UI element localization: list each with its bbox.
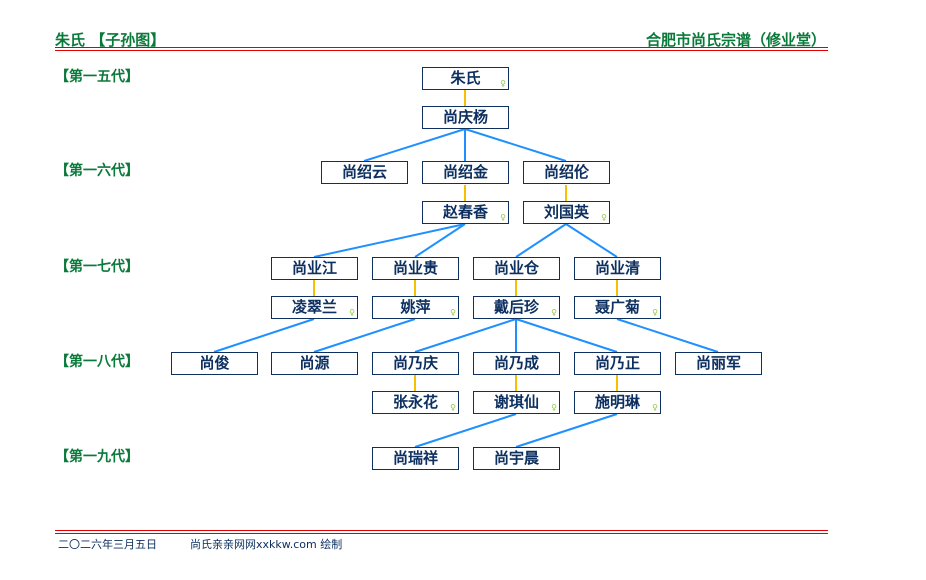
person-name: 尚绍金: [442, 163, 488, 181]
female-icon: ♀: [450, 308, 456, 317]
female-icon: ♀: [500, 213, 506, 222]
person-name: 张永花: [392, 393, 438, 411]
person-box[interactable]: 凌翠兰 ♀: [271, 296, 358, 319]
footer-credit: 尚氏亲亲网网xxkkw.com 绘制: [190, 538, 343, 551]
person-name: 尚业清: [594, 259, 640, 277]
person-box[interactable]: 尚业贵: [372, 257, 459, 280]
person-box[interactable]: 聂广菊 ♀: [574, 296, 661, 319]
child-line: [414, 223, 466, 258]
person-name: 刘国英: [543, 203, 589, 221]
person-box[interactable]: 姚萍 ♀: [372, 296, 459, 319]
child-line: [565, 223, 618, 258]
person-name: 姚萍: [400, 298, 431, 316]
person-name: 尚乃正: [594, 354, 640, 372]
child-line: [414, 318, 517, 353]
person-box[interactable]: 尚丽军: [675, 352, 762, 375]
person-box[interactable]: 尚瑞祥: [372, 447, 459, 470]
person-name: 尚绍伦: [543, 163, 589, 181]
person-box[interactable]: 尚绍伦: [523, 161, 610, 184]
person-name: 聂广菊: [594, 298, 640, 316]
person-box[interactable]: 赵春香 ♀: [422, 201, 509, 224]
person-box[interactable]: 尚俊: [171, 352, 258, 375]
person-name: 尚俊: [199, 354, 230, 372]
person-name: 尚业仓: [493, 259, 539, 277]
person-name: 尚绍云: [341, 163, 387, 181]
female-icon: ♀: [652, 308, 658, 317]
person-box[interactable]: 戴后珍 ♀: [473, 296, 560, 319]
person-box[interactable]: 朱氏 ♀: [422, 67, 509, 90]
generation-label: 【第一七代】: [55, 259, 139, 275]
child-line: [616, 318, 719, 353]
person-name: 尚丽军: [695, 354, 741, 372]
person-box[interactable]: 尚源: [271, 352, 358, 375]
person-box[interactable]: 尚庆杨: [422, 106, 509, 129]
person-box[interactable]: 尚绍云: [321, 161, 408, 184]
generation-label: 【第一五代】: [55, 69, 139, 85]
person-name: 尚宇晨: [493, 449, 539, 467]
person-name: 谢琪仙: [493, 393, 539, 411]
footer-rule: [55, 533, 828, 534]
person-name: 尚乃庆: [392, 354, 438, 372]
generation-label: 【第一八代】: [55, 354, 139, 370]
person-name: 尚庆杨: [442, 108, 488, 126]
person-box[interactable]: 尚绍金: [422, 161, 509, 184]
person-name: 赵春香: [442, 203, 488, 221]
female-icon: ♀: [551, 403, 557, 412]
child-line: [363, 128, 466, 162]
person-name: 尚瑞祥: [392, 449, 438, 467]
header-rule: [55, 47, 828, 48]
child-line: [515, 318, 618, 353]
genealogy-title: 合肥市尚氏宗谱（修业堂）: [645, 31, 826, 49]
header-rule: [55, 50, 828, 51]
child-line: [414, 413, 517, 448]
female-icon: ♀: [601, 213, 607, 222]
person-box[interactable]: 尚业仓: [473, 257, 560, 280]
female-icon: ♀: [652, 403, 658, 412]
child-line: [313, 223, 466, 258]
footer-date: 二〇二六年三月五日: [58, 538, 157, 551]
person-name: 尚业贵: [392, 259, 438, 277]
person-name: 尚乃成: [493, 354, 539, 372]
person-box[interactable]: 谢琪仙 ♀: [473, 391, 560, 414]
female-icon: ♀: [551, 308, 557, 317]
person-box[interactable]: 尚乃成: [473, 352, 560, 375]
person-name: 尚业江: [291, 259, 337, 277]
child-line: [213, 318, 315, 353]
child-line: [515, 413, 618, 448]
person-box[interactable]: 尚业清: [574, 257, 661, 280]
person-name: 朱氏: [450, 69, 481, 87]
person-box[interactable]: 尚乃正: [574, 352, 661, 375]
person-box[interactable]: 尚业江: [271, 257, 358, 280]
person-box[interactable]: 施明琳 ♀: [574, 391, 661, 414]
footer-rule: [55, 530, 828, 531]
person-box[interactable]: 张永花 ♀: [372, 391, 459, 414]
person-box[interactable]: 刘国英 ♀: [523, 201, 610, 224]
person-name: 凌翠兰: [291, 298, 337, 316]
person-name: 戴后珍: [493, 298, 539, 316]
person-name: 尚源: [299, 354, 330, 372]
female-icon: ♀: [349, 308, 355, 317]
chart-title: 朱氏 【子孙图】: [55, 31, 166, 49]
person-box[interactable]: 尚宇晨: [473, 447, 560, 470]
person-box[interactable]: 尚乃庆: [372, 352, 459, 375]
child-line: [313, 318, 416, 353]
generation-label: 【第一六代】: [55, 163, 139, 179]
child-line: [515, 223, 567, 258]
generation-label: 【第一九代】: [55, 449, 139, 465]
female-icon: ♀: [450, 403, 456, 412]
person-name: 施明琳: [594, 393, 640, 411]
child-line: [464, 128, 567, 162]
female-icon: ♀: [500, 79, 506, 88]
